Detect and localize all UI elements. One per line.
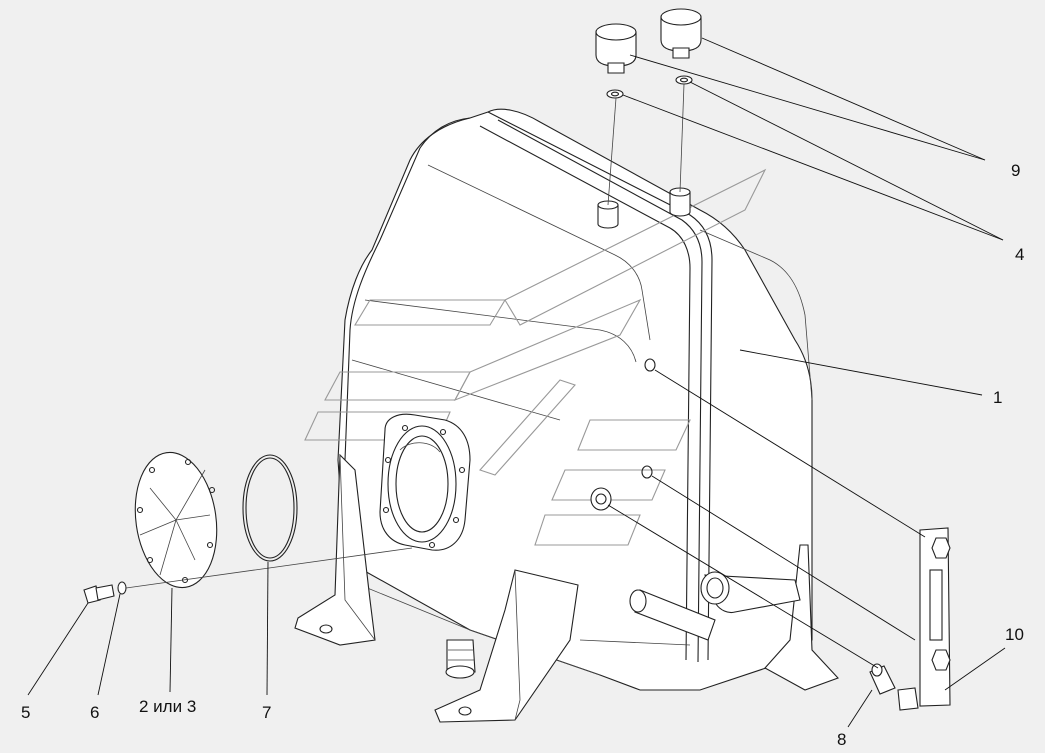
label-9: 9 <box>1011 161 1020 180</box>
label-7: 7 <box>262 703 271 722</box>
o-ring-inner <box>245 457 295 559</box>
sensor-holes <box>590 358 656 511</box>
label-8: 8 <box>837 730 846 749</box>
cap-axis-left <box>607 97 617 206</box>
label-2-or-3: 2 или 3 <box>139 697 196 716</box>
callouts: 1 4 9 10 8 5 6 2 или 3 7 <box>21 161 1024 749</box>
pipes <box>629 571 801 641</box>
level-gauge <box>897 527 951 711</box>
mounting-brackets <box>294 453 839 723</box>
label-1: 1 <box>993 388 1002 407</box>
bolt <box>83 584 115 604</box>
cover-plate <box>134 451 218 589</box>
filler-caps <box>595 8 702 74</box>
bolt-axis <box>125 547 413 589</box>
top-bosses <box>597 187 691 229</box>
leader-lines <box>27 37 1006 728</box>
sensor-fitting <box>869 663 896 695</box>
label-10: 10 <box>1005 625 1024 644</box>
spring-washer <box>117 581 127 595</box>
front-flange <box>379 413 471 551</box>
label-4: 4 <box>1015 245 1024 264</box>
drain-plug <box>445 639 476 679</box>
cap-axis-right <box>679 83 685 193</box>
label-6: 6 <box>90 703 99 722</box>
label-5: 5 <box>21 703 30 722</box>
washers <box>606 75 693 99</box>
o-ring <box>242 454 298 562</box>
